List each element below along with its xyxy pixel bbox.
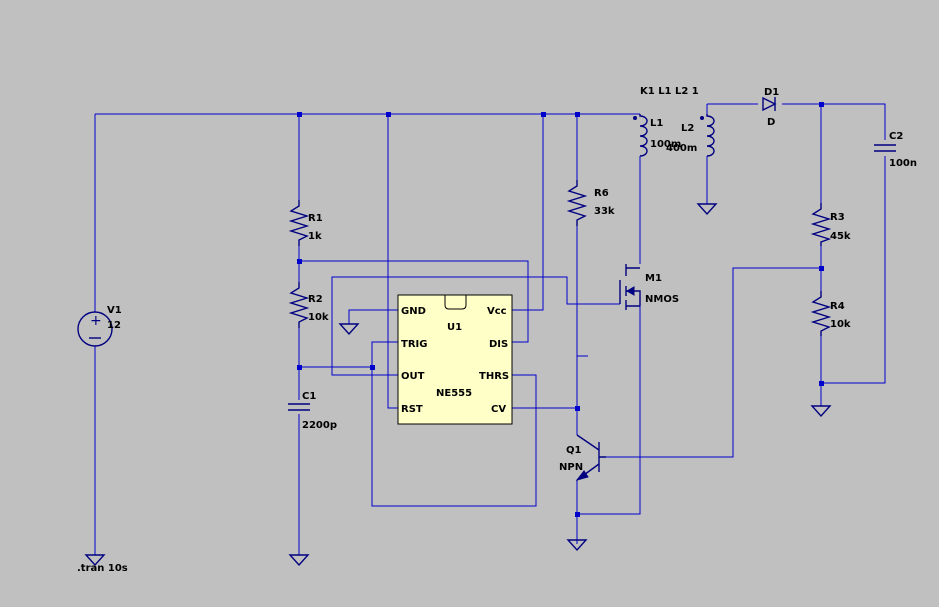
resistor-r2[interactable]: R2 10k: [288, 282, 329, 328]
v1-ref: V1: [107, 305, 122, 316]
pin-vcc-label: Vcc: [487, 306, 507, 317]
d1-value: D: [767, 117, 775, 128]
l1-ref: L1: [650, 118, 663, 129]
pin-dis-label: DIS: [489, 339, 508, 350]
capacitor-c2[interactable]: C2 100n: [874, 131, 917, 169]
junction-dot: [386, 112, 391, 117]
m1-ref: M1: [645, 273, 662, 284]
wires: [94, 103, 886, 555]
c1-ref: C1: [302, 391, 316, 402]
d1-ref: D1: [764, 87, 779, 98]
junction-dot: [819, 102, 824, 107]
pin-thrs-label: THRS: [479, 371, 509, 382]
ic-notch: [444, 295, 467, 310]
l1-dot: [633, 116, 637, 120]
ground-symbol[interactable]: [338, 323, 360, 336]
wire-r1r2-dis[interactable]: [299, 260, 529, 343]
c1-value: 2200p: [302, 420, 337, 431]
wire-c1-trig[interactable]: [299, 341, 398, 368]
grounds: [84, 203, 832, 567]
junction-dot: [575, 512, 580, 517]
wire-rst[interactable]: [387, 114, 398, 409]
junction-dot: [297, 259, 302, 264]
l2-ref: L2: [681, 123, 694, 134]
r2-ref: R2: [308, 294, 323, 305]
pin-gnd-label: GND: [401, 306, 426, 317]
c2-value: 100n: [889, 158, 917, 169]
wire-vcc[interactable]: [512, 114, 544, 311]
c2-ref: C2: [889, 131, 903, 142]
junction-dot: [541, 112, 546, 117]
ic-u1-ne555[interactable]: U1 NE555 GND Vcc TRIG DIS OUT THRS RST C…: [397, 294, 513, 425]
voltage-source-v1[interactable]: + V1 12: [77, 305, 122, 347]
pin-cv-label: CV: [491, 404, 506, 415]
resistor-r1[interactable]: R1 1k: [288, 200, 323, 246]
ground-symbol[interactable]: [810, 405, 832, 418]
wire-m1-source[interactable]: [577, 306, 641, 515]
resistor-r6[interactable]: R6 33k: [566, 180, 615, 226]
junction-dot: [819, 266, 824, 271]
q1-ref: Q1: [566, 445, 582, 456]
pin-rst-label: RST: [401, 404, 423, 415]
resistor-r3[interactable]: R3 45k: [810, 203, 851, 246]
l2-value: 400m: [666, 143, 697, 154]
l2-dot: [700, 116, 704, 120]
l1-value: 100m: [650, 139, 681, 150]
junction-dot: [819, 381, 824, 386]
junction-dot: [297, 365, 302, 370]
wire-c2-bottom[interactable]: [821, 156, 886, 384]
capacitor-c1[interactable]: C1 2200p: [288, 391, 337, 431]
resistor-r4[interactable]: R4 10k: [810, 291, 851, 336]
mosfet-m1[interactable]: M1 NMOS: [619, 264, 679, 310]
v1-value: 12: [107, 320, 121, 331]
v1-plus-sign: +: [90, 313, 102, 329]
r1-ref: R1: [308, 213, 323, 224]
r2-value: 10k: [308, 312, 329, 323]
junction-dot: [575, 406, 580, 411]
inductor-l2[interactable]: L2 400m: [666, 114, 715, 157]
diode-d1[interactable]: D1 D: [762, 87, 779, 128]
ground-symbol[interactable]: [566, 539, 588, 552]
r6-ref: R6: [594, 188, 609, 199]
transistor-q1[interactable]: Q1 NPN: [559, 434, 606, 481]
r3-ref: R3: [830, 212, 845, 223]
coupling-directive[interactable]: K1 L1 L2 1: [640, 86, 699, 97]
ic-body: [397, 294, 513, 425]
wire-d1-out[interactable]: [782, 103, 886, 140]
wire-gnd-pin[interactable]: [348, 309, 398, 324]
junction-dot: [297, 112, 302, 117]
junction-dot: [575, 112, 580, 117]
u1-ref: U1: [447, 322, 462, 333]
wire-fb-q1[interactable]: [599, 267, 821, 458]
r4-value: 10k: [830, 319, 851, 330]
pin-out-label: OUT: [401, 371, 425, 382]
ground-symbol[interactable]: [288, 554, 310, 567]
pin-trig-label: TRIG: [401, 339, 427, 350]
inductor-l1[interactable]: L1 100m: [633, 114, 681, 157]
junctions: [297, 102, 824, 517]
r1-value: 1k: [308, 231, 322, 242]
r4-ref: R4: [830, 301, 845, 312]
ground-symbol[interactable]: [84, 554, 106, 567]
r3-value: 45k: [830, 231, 851, 242]
m1-value: NMOS: [645, 294, 679, 305]
u1-part: NE555: [436, 388, 472, 399]
junction-dot: [370, 365, 375, 370]
wire-out-gate[interactable]: [331, 276, 620, 376]
ground-symbol[interactable]: [696, 203, 718, 216]
r6-value: 33k: [594, 206, 615, 217]
q1-value: NPN: [559, 462, 583, 473]
wire-trig-thrs[interactable]: [371, 367, 537, 507]
tran-directive[interactable]: .tran 10s: [77, 563, 128, 574]
